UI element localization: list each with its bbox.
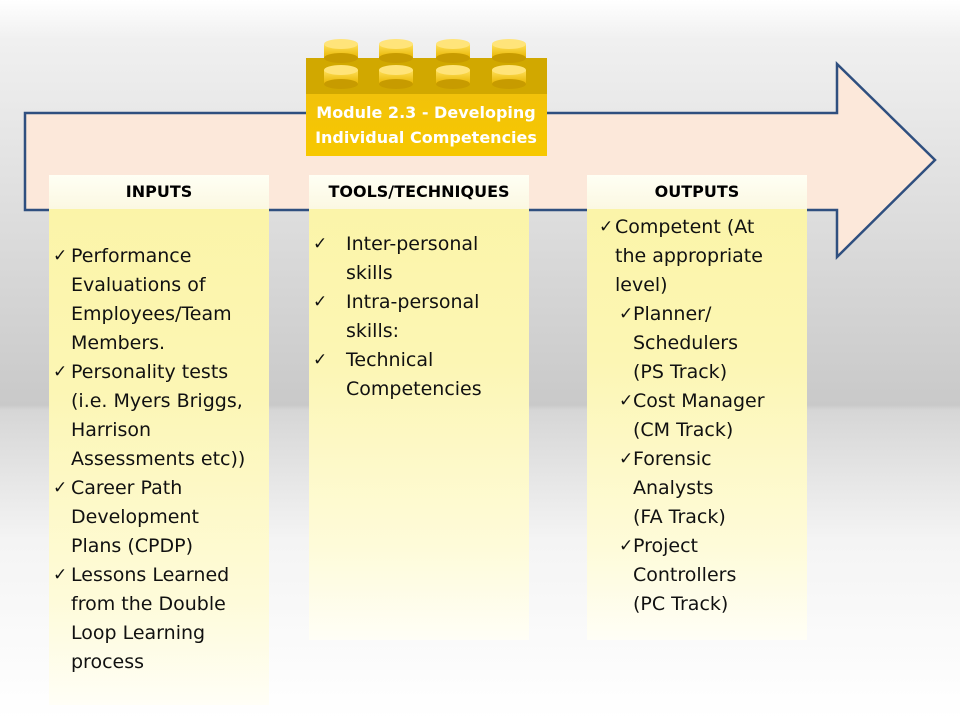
- lego-brick: [306, 39, 547, 156]
- brick-studs: [324, 39, 526, 89]
- check-icon: ✓: [619, 449, 634, 469]
- list-item: ✓Intra-personal skills:: [313, 288, 525, 346]
- module-title: Module 2.3 - Developing Individual Compe…: [306, 94, 546, 156]
- check-icon: ✓: [313, 292, 328, 312]
- check-icon: ✓: [619, 304, 634, 324]
- list-item: ✓Competent (At the appropriate level): [591, 213, 803, 300]
- check-icon: ✓: [313, 350, 328, 370]
- list-item: ✓Cost Manager (CM Track): [591, 387, 803, 445]
- list-item: ✓Personality tests (i.e. Myers Briggs, H…: [53, 358, 265, 474]
- list-item: ✓Inter-personal skills: [313, 230, 525, 288]
- list-item: ✓Project Controllers (PC Track): [591, 532, 803, 619]
- tools-heading: TOOLS/TECHNIQUES: [309, 175, 529, 209]
- check-icon: ✓: [53, 246, 68, 266]
- check-icon: ✓: [53, 362, 68, 382]
- outputs-heading: OUTPUTS: [587, 175, 807, 209]
- inputs-list: ✓Performance Evaluations of Employees/Te…: [49, 209, 269, 677]
- list-item: ✓Performance Evaluations of Employees/Te…: [53, 242, 265, 358]
- inputs-column: INPUTS ✓Performance Evaluations of Emplo…: [49, 175, 269, 705]
- module-title-line1: Module 2.3 - Developing: [316, 103, 536, 122]
- module-title-line2: Individual Competencies: [315, 128, 537, 147]
- list-item: ✓Career Path Development Plans (CPDP): [53, 474, 265, 561]
- check-icon: ✓: [619, 536, 634, 556]
- check-icon: ✓: [53, 478, 68, 498]
- list-item: ✓Planner/ Schedulers (PS Track): [591, 300, 803, 387]
- list-item: ✓Lessons Learned from the Double Loop Le…: [53, 561, 265, 677]
- check-icon: ✓: [53, 565, 68, 585]
- list-item: ✓Forensic Analysts (FA Track): [591, 445, 803, 532]
- tools-list: ✓Inter-personal skills ✓Intra-personal s…: [309, 209, 529, 404]
- check-icon: ✓: [599, 217, 614, 237]
- tools-column: TOOLS/TECHNIQUES ✓Inter-personal skills …: [309, 175, 529, 640]
- check-icon: ✓: [619, 391, 634, 411]
- list-item: ✓Technical Competencies: [313, 346, 525, 404]
- outputs-column: OUTPUTS ✓Competent (At the appropriate l…: [587, 175, 807, 640]
- check-icon: ✓: [313, 234, 328, 254]
- inputs-heading: INPUTS: [49, 175, 269, 209]
- outputs-list: ✓Competent (At the appropriate level) ✓P…: [587, 209, 807, 619]
- brick-face: [306, 94, 547, 156]
